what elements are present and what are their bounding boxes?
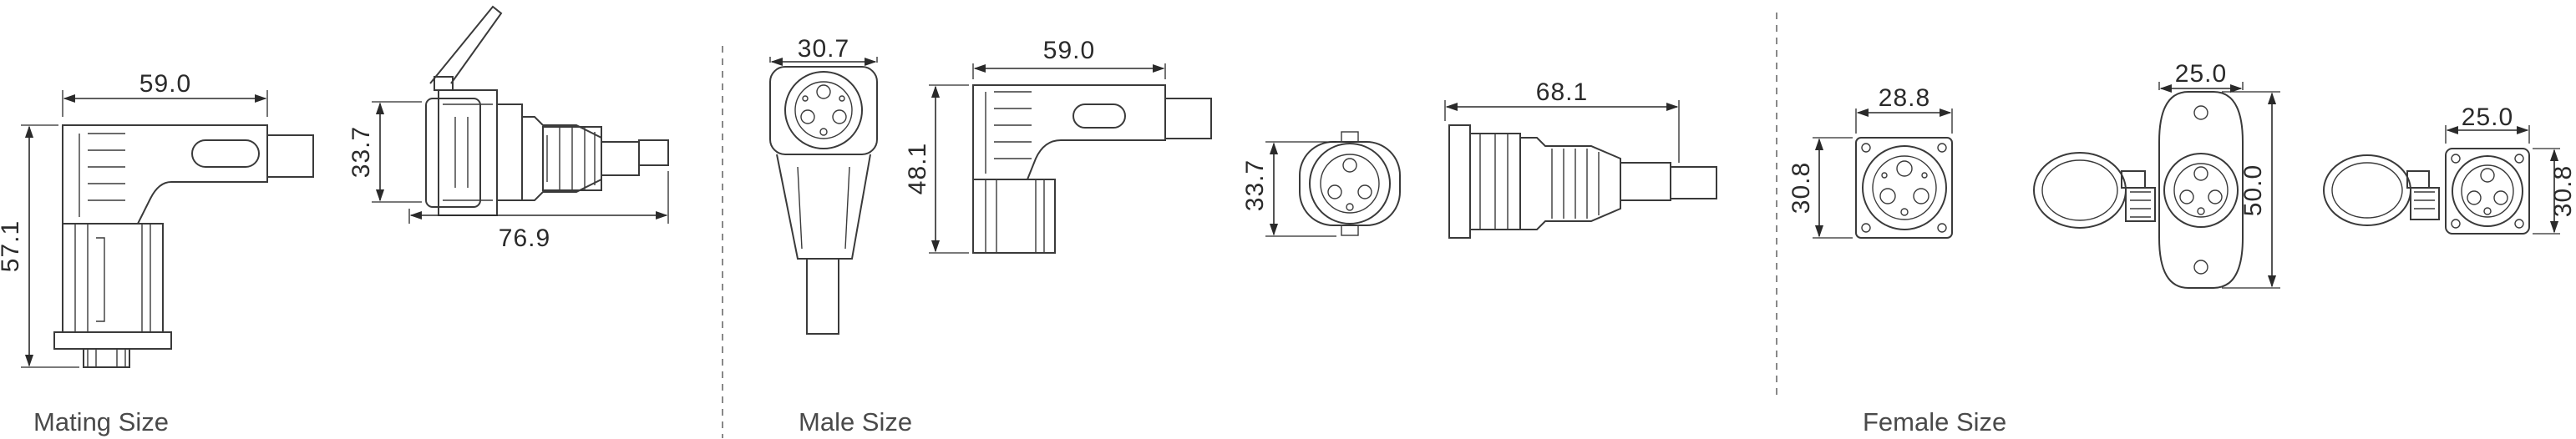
male-straight-plug — [1448, 124, 1717, 239]
dim-label-male-side-width: 59.0 — [1043, 37, 1095, 64]
dim-label-female-square-width: 28.8 — [1879, 84, 1930, 112]
dim-label-female-small-width: 25.0 — [2462, 103, 2513, 131]
dim-label-mating-top-length: 76.9 — [499, 225, 550, 252]
female-flange-socket — [2033, 91, 2244, 289]
dim-mating-top-height: 33.7 — [347, 101, 422, 203]
male-angle-connector — [972, 84, 1212, 254]
dim-label-female-flange-width: 25.0 — [2175, 60, 2227, 88]
dim-label-mating-side-height: 57.1 — [0, 220, 24, 272]
dim-label-male-side-height: 48.1 — [904, 143, 931, 194]
male-front-view — [769, 66, 878, 335]
section-label-male: Male Size — [799, 407, 913, 436]
dim-label-female-square-height: 30.8 — [1787, 162, 1815, 214]
dim-female-small-height: 30.8 — [2533, 148, 2576, 235]
section-label-female: Female Size — [1863, 407, 2007, 436]
dim-female-flange-height: 50.0 — [2222, 91, 2280, 289]
dim-label-male-front-width: 30.7 — [798, 35, 849, 63]
dim-male-side-height: 48.1 — [904, 84, 969, 254]
dim-male-side-width: 59.0 — [972, 37, 1166, 79]
dim-label-male-round-height: 33.7 — [1241, 159, 1269, 211]
dim-female-small-width: 25.0 — [2445, 103, 2530, 144]
dim-male-round-height: 33.7 — [1241, 141, 1336, 237]
dim-mating-side-height: 57.1 — [0, 124, 79, 368]
male-round-plug — [1299, 131, 1401, 236]
dim-mating-top-length: 76.9 — [408, 171, 669, 252]
dim-mating-side-width: 59.0 — [62, 70, 268, 117]
dim-male-straight-length: 68.1 — [1444, 78, 1680, 163]
section-label-mating: Mating Size — [33, 407, 169, 436]
dim-female-square-width: 28.8 — [1855, 84, 1953, 134]
dim-label-male-straight-length: 68.1 — [1536, 78, 1588, 106]
female-square-socket — [1855, 137, 1953, 239]
dim-female-square-height: 30.8 — [1787, 137, 1853, 239]
dim-label-mating-side-width: 59.0 — [139, 70, 191, 98]
dim-label-female-flange-height: 50.0 — [2239, 164, 2267, 216]
dim-label-female-small-height: 30.8 — [2549, 165, 2576, 217]
mating-angle-connector — [53, 124, 314, 368]
dim-female-flange-width: 25.0 — [2158, 60, 2244, 93]
dim-label-mating-top-height: 33.7 — [347, 126, 375, 178]
dim-male-front-width: 30.7 — [769, 35, 878, 67]
female-small-socket — [2323, 148, 2530, 235]
mating-plugged-pair — [425, 5, 669, 216]
